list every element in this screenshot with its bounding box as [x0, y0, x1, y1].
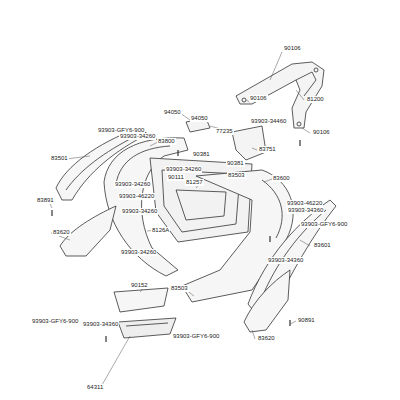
part-number: 83601	[313, 242, 332, 249]
part-number: 64311	[86, 384, 104, 391]
part-number: 93903-34360	[82, 321, 119, 328]
part-number: 93903-34460	[250, 118, 287, 125]
part-number: 81200	[306, 96, 325, 103]
part-number: 90381	[192, 151, 211, 158]
part-number: 94050	[190, 115, 209, 122]
part-number: 83800	[157, 138, 176, 145]
part-number: 90106	[249, 95, 268, 102]
part-number: 90891	[297, 317, 316, 324]
part-number: 93903-34360	[287, 207, 324, 214]
part-number: 83503	[227, 172, 246, 179]
part-number: 93903-GFY6-900	[172, 333, 220, 340]
part-number: 93903-46220	[118, 193, 155, 200]
part-number: 93903-34360	[267, 257, 304, 264]
part-number: 90111	[167, 174, 185, 181]
part-number: 83501	[50, 155, 69, 162]
part-number: 93903-34260	[165, 166, 202, 173]
part-number: 90152	[130, 282, 149, 289]
part-number: 83600	[272, 175, 291, 182]
part-number: 94050	[163, 109, 182, 116]
part-number: 93903-34260	[119, 133, 156, 140]
part-number: 90106	[312, 129, 331, 136]
part-number: 8126A	[151, 227, 170, 234]
part-number: 93903-34260	[120, 249, 157, 256]
part-number: 93903-34260	[114, 181, 151, 188]
part-number: 93903-GFY6-900	[300, 221, 348, 228]
part-number: 90106	[283, 45, 302, 52]
part-number: 93903-GFY6-900	[31, 318, 79, 325]
part-number: 90381	[226, 160, 245, 167]
part-number: 83503	[170, 285, 189, 292]
part-number: 93903-34260	[121, 208, 158, 215]
part-number: 83620	[257, 335, 276, 342]
part-number: 81257	[185, 179, 204, 186]
part-number: 83891	[36, 197, 55, 204]
part-number: 83620	[52, 229, 71, 236]
part-number: 93903-46220	[286, 200, 323, 207]
part-number: 77235	[215, 128, 234, 135]
part-number: 83751	[258, 146, 277, 153]
